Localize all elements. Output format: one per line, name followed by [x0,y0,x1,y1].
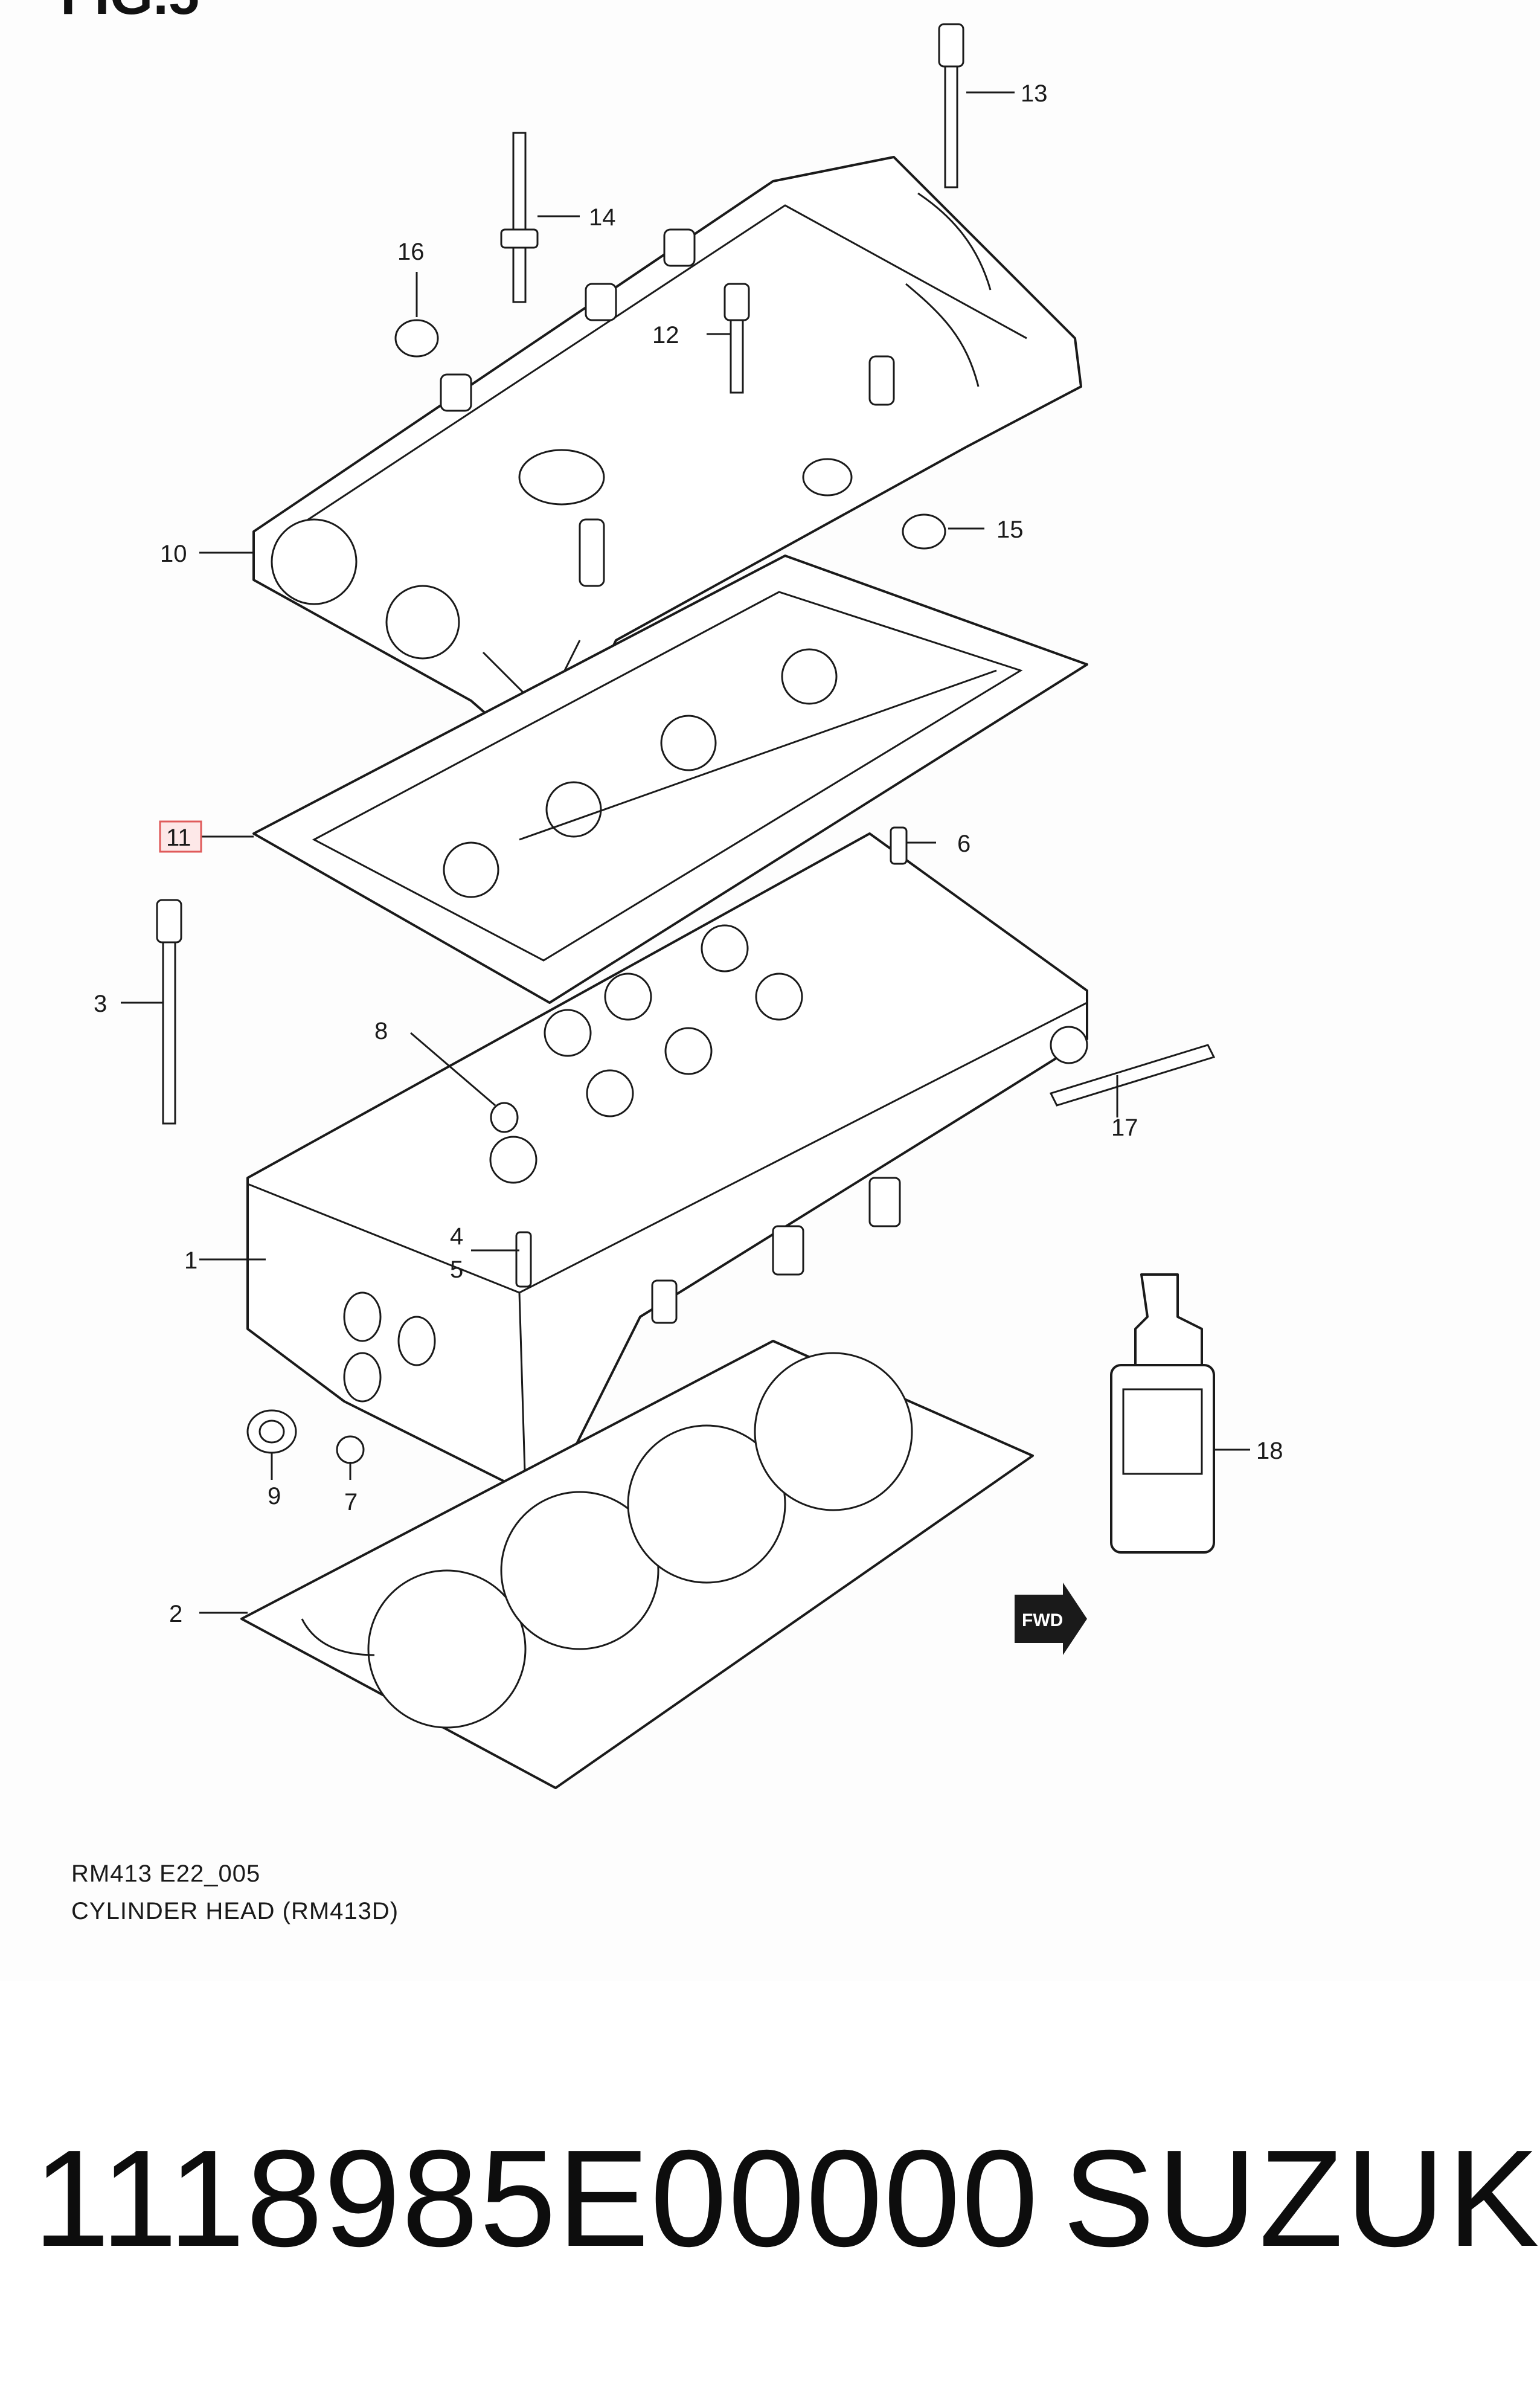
part-number: 1118985E00000 [33,2122,1039,2275]
stud-part [500,132,539,303]
forward-direction-label: FWD [1022,1610,1063,1630]
callout-9: 9 [268,1483,281,1509]
brand-name: SUZUKI [1063,2122,1540,2275]
callout-14: 14 [589,204,616,231]
short-bolt-part [723,283,750,394]
callout-2: 2 [169,1601,182,1627]
figure-code: RM413 E22_005 [71,1860,261,1887]
callout-5: 5 [450,1256,463,1283]
callout-12: 12 [652,322,679,349]
callout-15: 15 [996,516,1024,543]
callout-10: 10 [160,541,187,567]
callout-3: 3 [94,991,107,1017]
head-bolt-part [156,899,182,1125]
cam-cover-gasket-part [252,555,1088,1004]
plug-part-16 [394,319,439,358]
sealant-bottle-part [1110,1273,1215,1554]
cam-carrier-part [252,156,1082,744]
callout-8: 8 [374,1018,388,1044]
callout-16: 16 [397,239,425,265]
callout-11-highlight [159,820,202,853]
plug-part-7 [336,1435,365,1464]
callout-11: 11 [166,825,191,851]
leader-lines [121,91,1250,1614]
callout-17: 17 [1111,1114,1138,1141]
head-gasket-part [240,1340,1034,1789]
plug-part-8 [490,1102,519,1133]
exploded-parts-diagram: 1 2 3 4 5 6 7 8 9 10 11 12 13 14 15 16 1… [94,23,1283,1789]
glow-plug-part [1049,1044,1216,1107]
callout-6: 6 [957,831,971,857]
callout-18: 18 [1256,1438,1283,1464]
callout-4: 4 [450,1223,463,1250]
diagram-sheet: FIG.5 [60,0,1283,1924]
seal-part-9 [246,1409,297,1454]
dowel-part-4 [515,1231,532,1288]
figure-title: CYLINDER HEAD (RM413D) [71,1898,399,1924]
figure-label: FIG.5 [60,0,199,27]
callout-1: 1 [184,1247,197,1274]
callout-13: 13 [1021,80,1048,107]
pin-part-6 [890,826,908,865]
cylinder-head-part [246,832,1088,1493]
callout-7: 7 [344,1489,358,1516]
plug-part-15 [902,513,946,550]
forward-direction-arrow: FWD [1015,1583,1087,1655]
cam-cover-bolt-part [938,23,964,188]
